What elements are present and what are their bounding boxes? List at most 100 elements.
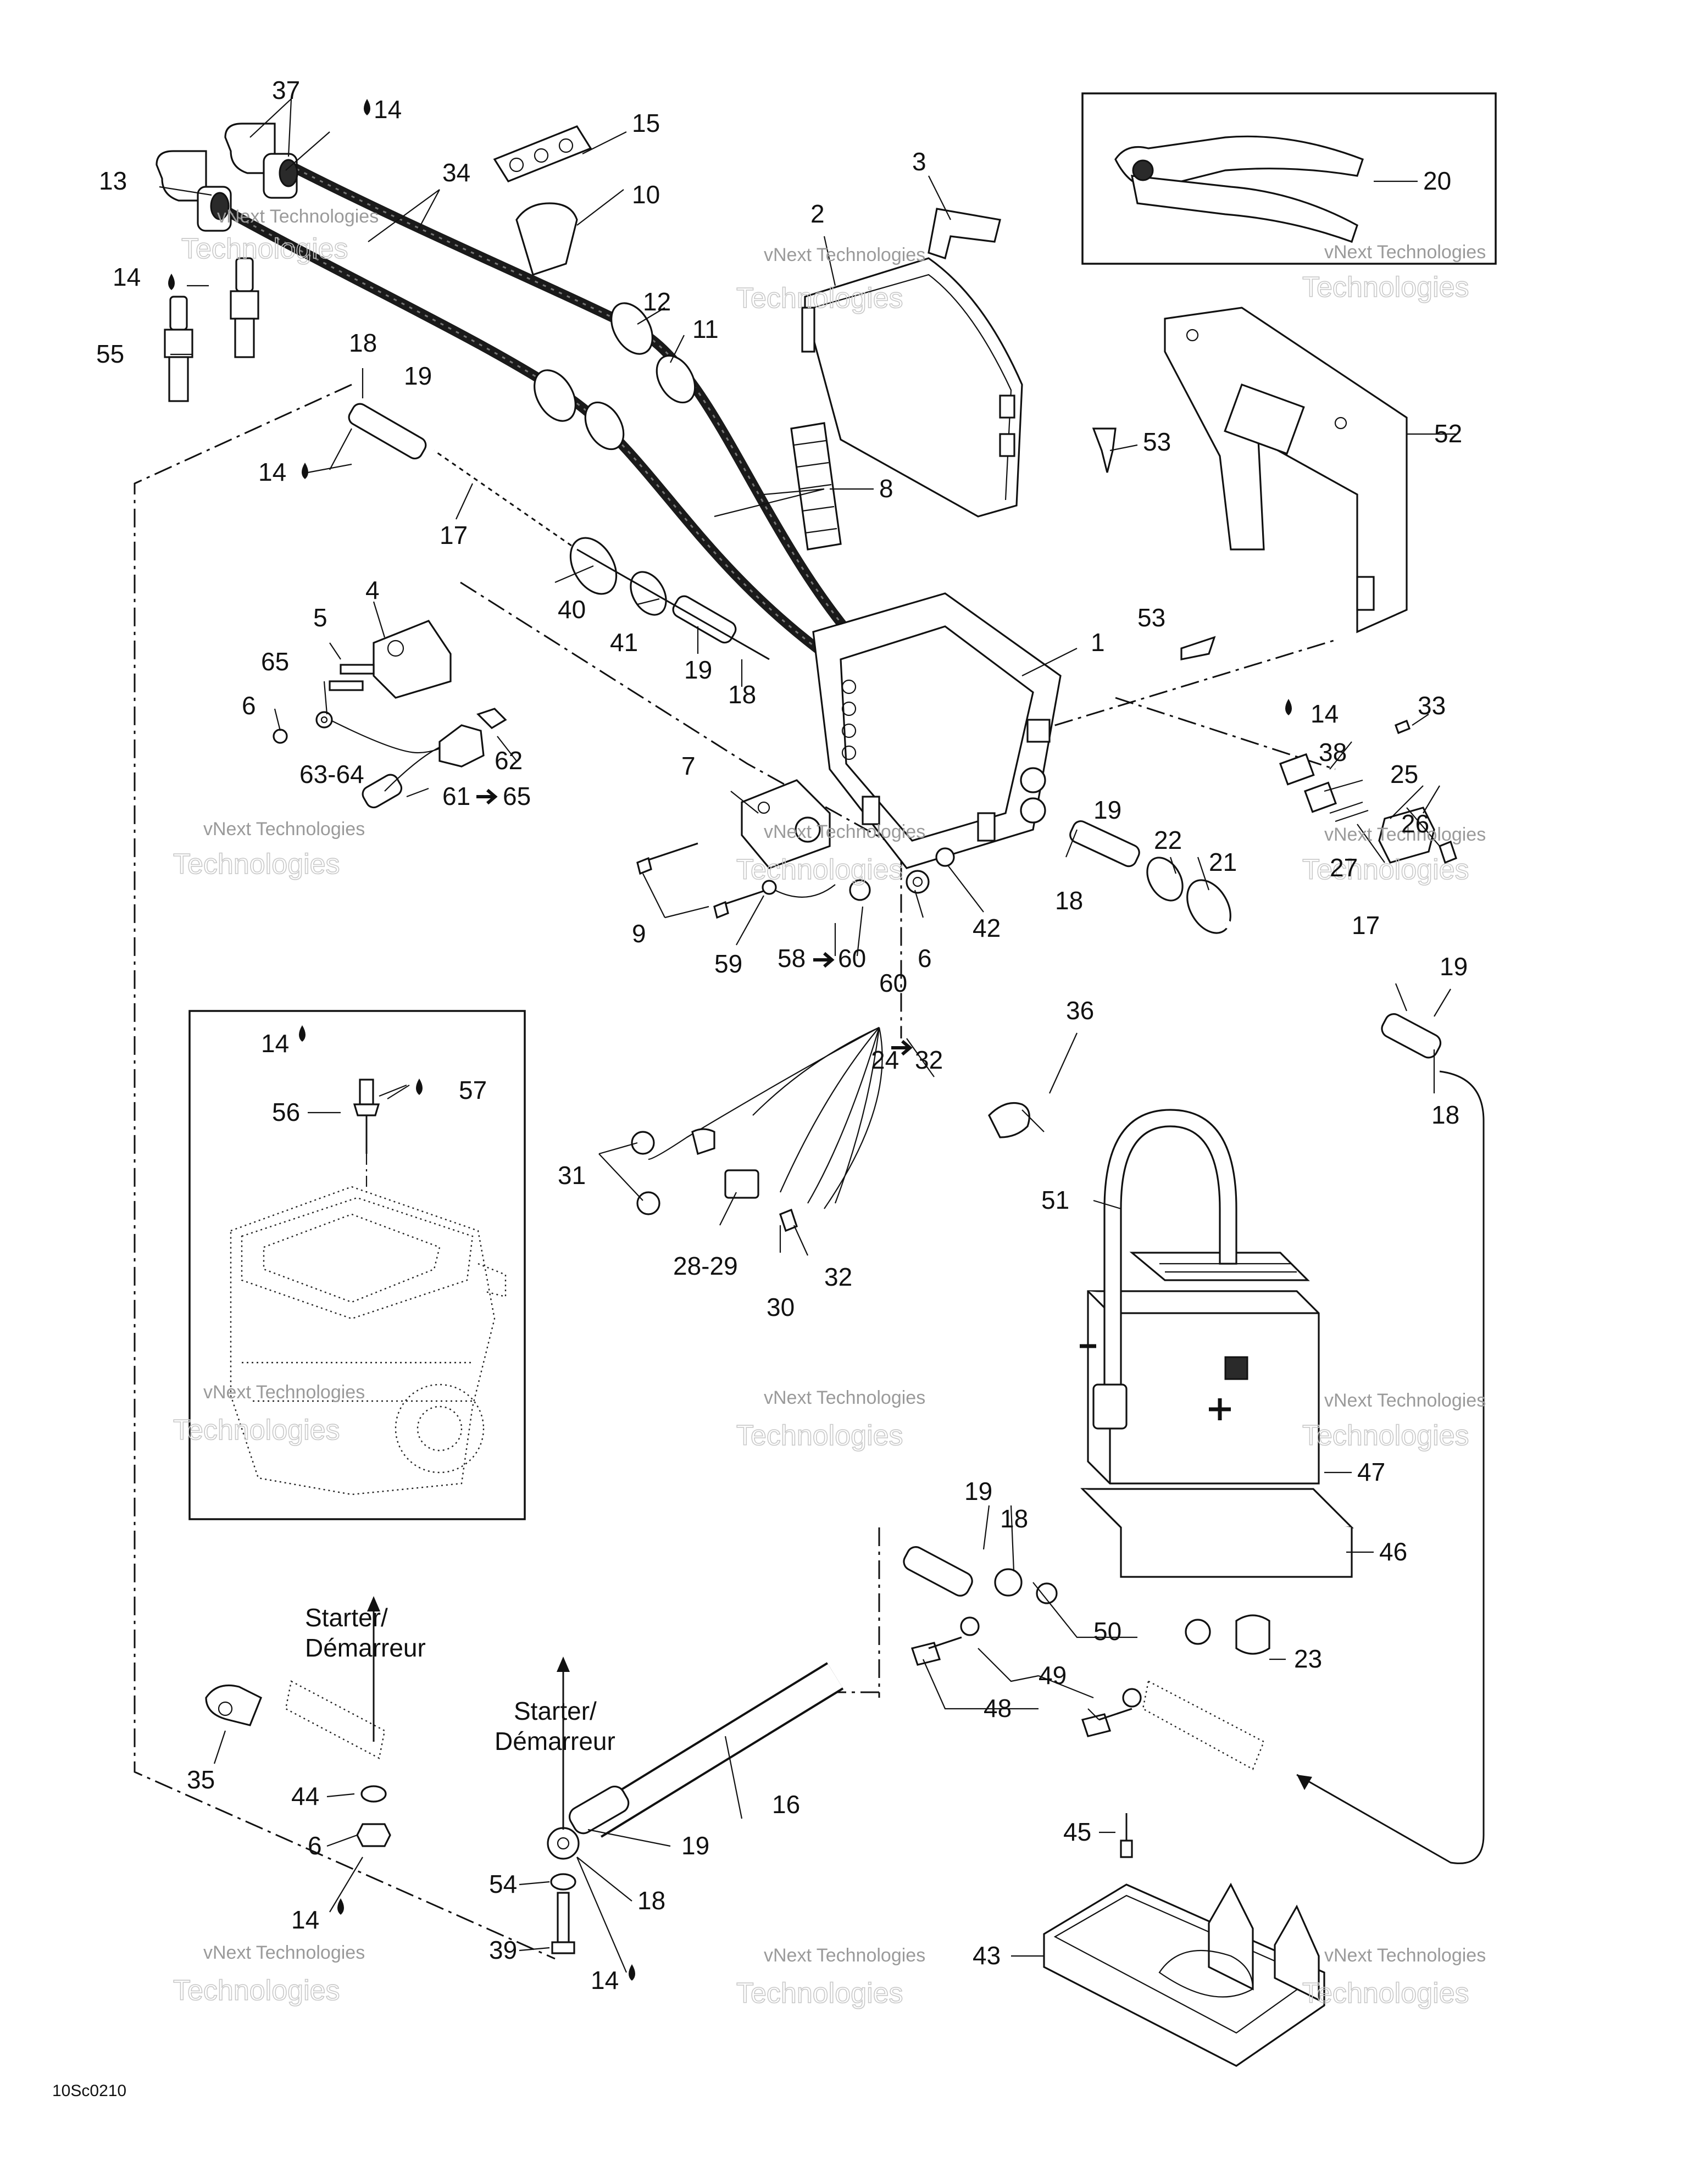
callout-38: 38 [1319,738,1347,766]
watermark-outline: Technologies [1302,1420,1469,1452]
reference-code: 10Sc0210 [52,2082,126,2100]
callout-42: 42 [973,914,1001,942]
solenoid [329,620,452,699]
battery-terminal-hardware [903,1546,1270,1770]
engine-inset-frame [188,1010,526,1520]
callout-44: 44 [291,1782,319,1810]
mounting-bracket [1164,307,1408,633]
routing-line-battery [823,1527,880,1693]
cover-latch [928,208,1001,260]
range-arrows [476,788,913,1056]
leader-lines [159,98,1456,1973]
callout-6: 6 [242,691,256,720]
callout-36: 36 [1066,996,1094,1025]
callout-14: 14 [291,1905,319,1934]
starter-relay [741,779,831,869]
callout-6: 6 [308,1831,322,1860]
watermark-outline: Technologies [173,1414,340,1446]
callout-62: 62 [495,746,523,775]
callout-14: 14 [1311,699,1339,728]
callout-20: 20 [1423,166,1451,195]
callout-22: 22 [1154,826,1182,854]
callout-25: 25 [1390,760,1418,788]
callout-31: 31 [558,1161,586,1190]
callout-14: 14 [258,458,286,486]
callout-14: 14 [113,263,141,291]
callout-19: 19 [964,1477,992,1505]
watermark-outline: Technologies [736,1977,903,2009]
watermark: vNext Technologies [1324,242,1486,263]
callout-53: 53 [1137,603,1165,632]
spiral-wrap [790,422,842,551]
callout-19: 19 [684,655,712,684]
callout-46: 46 [1379,1537,1407,1566]
callout-5: 5 [313,603,327,632]
callout-28-29: 28-29 [673,1252,738,1280]
watermark-outline: Technologies [173,848,340,880]
drop-icons [168,99,1292,1981]
small-hardware [273,711,955,919]
battery [1080,1109,1354,1578]
callout-18: 18 [637,1886,665,1915]
starter-label-line1: Starter/ [514,1697,597,1725]
callout-23: 23 [1294,1644,1322,1673]
callout-8: 8 [879,474,893,503]
callout-18: 18 [1000,1504,1028,1533]
electrical-box-cover [801,257,1023,518]
watermark-outline: Technologies [1302,271,1469,303]
spark-plugs [164,257,259,402]
watermark: vNext Technologies [203,819,365,840]
routing-return [1296,1070,1485,1864]
watermark: vNext Technologies [1324,1945,1486,1966]
wiring-harness [631,1027,1045,1232]
battery-support [1043,1813,1325,2067]
callout-15: 15 [632,109,660,137]
callout-60: 60 [838,944,866,972]
watermark: vNext Technologies [217,206,379,227]
callout-59: 59 [714,949,742,978]
engine-illustration [230,1079,507,1496]
callout-19: 19 [1440,952,1468,981]
callout-57: 57 [459,1076,487,1104]
starter-hardware [205,1596,576,1954]
cable-clips [493,125,592,276]
callout-18: 18 [1055,886,1083,915]
callout-32: 32 [915,1046,943,1074]
temperature-sensor [379,1084,407,1097]
callout-55: 55 [96,340,124,368]
callout-26: 26 [1401,809,1429,838]
callout-17: 17 [440,521,468,549]
watermark-outline: Technologies [736,854,903,886]
callout-48: 48 [984,1694,1012,1722]
callout-21: 21 [1209,848,1237,876]
watermark: vNext Technologies [764,1387,925,1408]
callout-49: 49 [1039,1661,1067,1690]
starter-label-line1: Starter/ [305,1603,388,1632]
crimping-pliers [1114,135,1364,243]
callout-58: 58 [778,944,806,972]
watermark: vNext Technologies [203,1942,365,1963]
watermarks: vNext Technologies Technologies vNext Te… [173,206,1486,2010]
callout-37: 37 [272,76,300,104]
callout-16: 16 [772,1790,800,1819]
callout-19: 19 [1093,796,1121,824]
watermark-outline: Technologies [736,1420,903,1452]
pliers-inset-frame [1081,92,1497,265]
starter-label-line2: Démarreur [495,1727,615,1755]
callout-51: 51 [1041,1186,1069,1214]
callout-30: 30 [767,1293,795,1321]
callout-60: 60 [879,969,907,997]
watermark: vNext Technologies [764,821,925,842]
watermark-outline: Technologies [181,233,348,265]
callout-35: 35 [187,1765,215,1794]
callout-43: 43 [973,1941,1001,1970]
starter-label-line2: Démarreur [305,1633,426,1662]
callout-9: 9 [632,919,646,948]
callout-13: 13 [99,166,127,195]
callout-17: 17 [1352,911,1380,940]
spark-plug-cable-lower-hl [222,208,825,655]
callout-24: 24 [871,1046,899,1074]
cable-grommets [534,302,696,451]
